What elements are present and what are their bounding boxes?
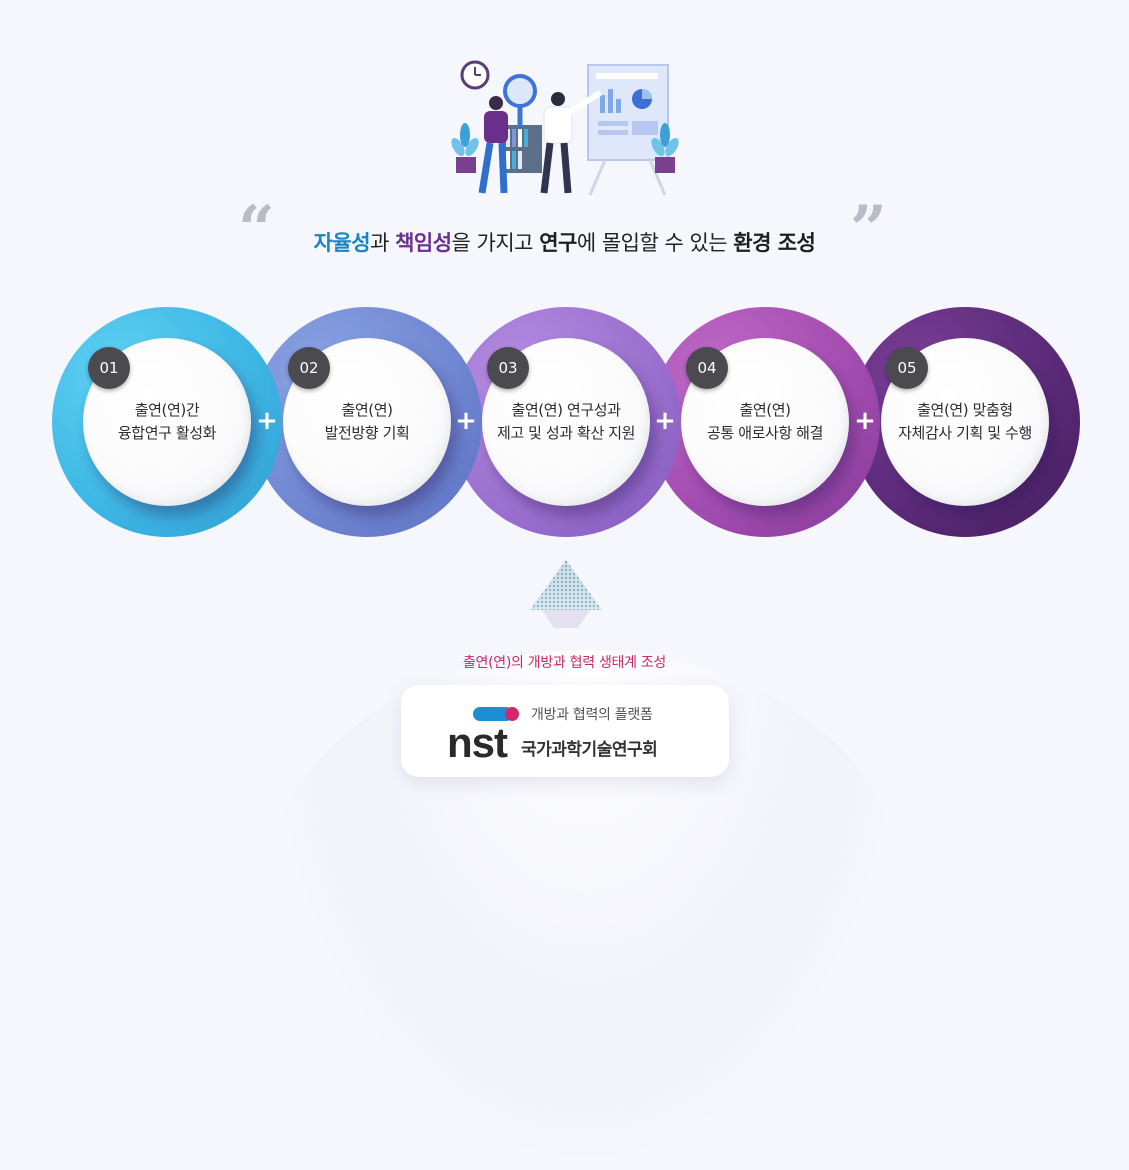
step-label: 출연(연) 발전방향 기획	[283, 399, 451, 445]
step-label-line-1: 출연(연) 맞춤형	[917, 401, 1013, 419]
data-analysis-illustration-icon	[451, 60, 679, 196]
headline-text-1: 과	[370, 231, 396, 255]
step-label-line-1: 출연(연)	[341, 401, 393, 419]
step-label: 출연(연) 맞춤형 자체감사 기획 및 수행	[881, 399, 1049, 445]
plus-connector: +	[455, 406, 477, 436]
step-label: 출연(연) 연구성과 제고 및 성과 확산 지원	[482, 399, 650, 445]
step-05: 05 출연(연) 맞춤형 자체감사 기획 및 수행	[850, 307, 1080, 537]
step-label-line-2: 공통 애로사항 해결	[707, 424, 823, 442]
up-triangle-arrow-icon	[530, 560, 602, 628]
headline-keyword-autonomy: 자율성	[313, 231, 371, 255]
plus-connector: +	[256, 406, 278, 436]
step-02: 02 출연(연) 발전방향 기획	[252, 307, 482, 537]
quote-open-icon: “	[238, 192, 275, 267]
step-label-line-2: 자체감사 기획 및 수행	[898, 424, 1032, 442]
step-label-line-1: 출연(연) 연구성과	[511, 401, 621, 419]
step-03: 03 출연(연) 연구성과 제고 및 성과 확산 지원	[451, 307, 681, 537]
headline-keyword-responsibility: 책임성	[395, 231, 452, 255]
step-04: 04 출연(연) 공통 애로사항 해결	[650, 307, 880, 537]
ecosystem-subtitle: 출연(연)의 개방과 협력 생태계 조성	[462, 655, 667, 671]
logo-wordmark: nst	[447, 719, 508, 766]
step-label-line-2: 발전방향 기획	[324, 424, 410, 442]
step-number-badge: 05	[886, 347, 928, 389]
step-label: 출연(연) 공통 애로사항 해결	[681, 399, 849, 445]
plus-connector: +	[854, 406, 876, 436]
step-number-badge: 02	[288, 347, 330, 389]
headline-text-3: 에 몰입할 수 있는	[576, 231, 734, 255]
step-number-badge: 03	[487, 347, 529, 389]
step-label-line-1: 출연(연)간	[134, 401, 200, 419]
step-label-line-2: 융합연구 활성화	[117, 424, 217, 442]
step-label-line-2: 제고 및 성과 확산 지원	[496, 424, 636, 442]
step-label-line-1: 출연(연)	[739, 401, 791, 419]
step-number-badge: 01	[88, 347, 130, 389]
nst-pill-logo-icon	[473, 707, 519, 721]
logo-org-name: 국가과학기술연구회	[521, 740, 658, 760]
nst-logo-card: 개방과 협력의 플랫폼 nst 국가과학기술연구회	[401, 685, 729, 777]
step-01: 01 출연(연)간 융합연구 활성화	[52, 307, 282, 537]
headline-text-2: 을 가지고	[451, 231, 540, 255]
logo-slogan: 개방과 협력의 플랫폼	[531, 707, 653, 723]
step-number-badge: 04	[686, 347, 728, 389]
step-label: 출연(연)간 융합연구 활성화	[83, 399, 251, 445]
headline-keyword-research: 연구	[539, 231, 577, 255]
headline: 자율성과 책임성을 가지고 연구에 몰입할 수 있는 환경 조성	[0, 227, 1129, 257]
quote-close-icon: ”	[850, 192, 887, 267]
headline-keyword-environment: 환경 조성	[733, 231, 816, 255]
plus-connector: +	[654, 406, 676, 436]
